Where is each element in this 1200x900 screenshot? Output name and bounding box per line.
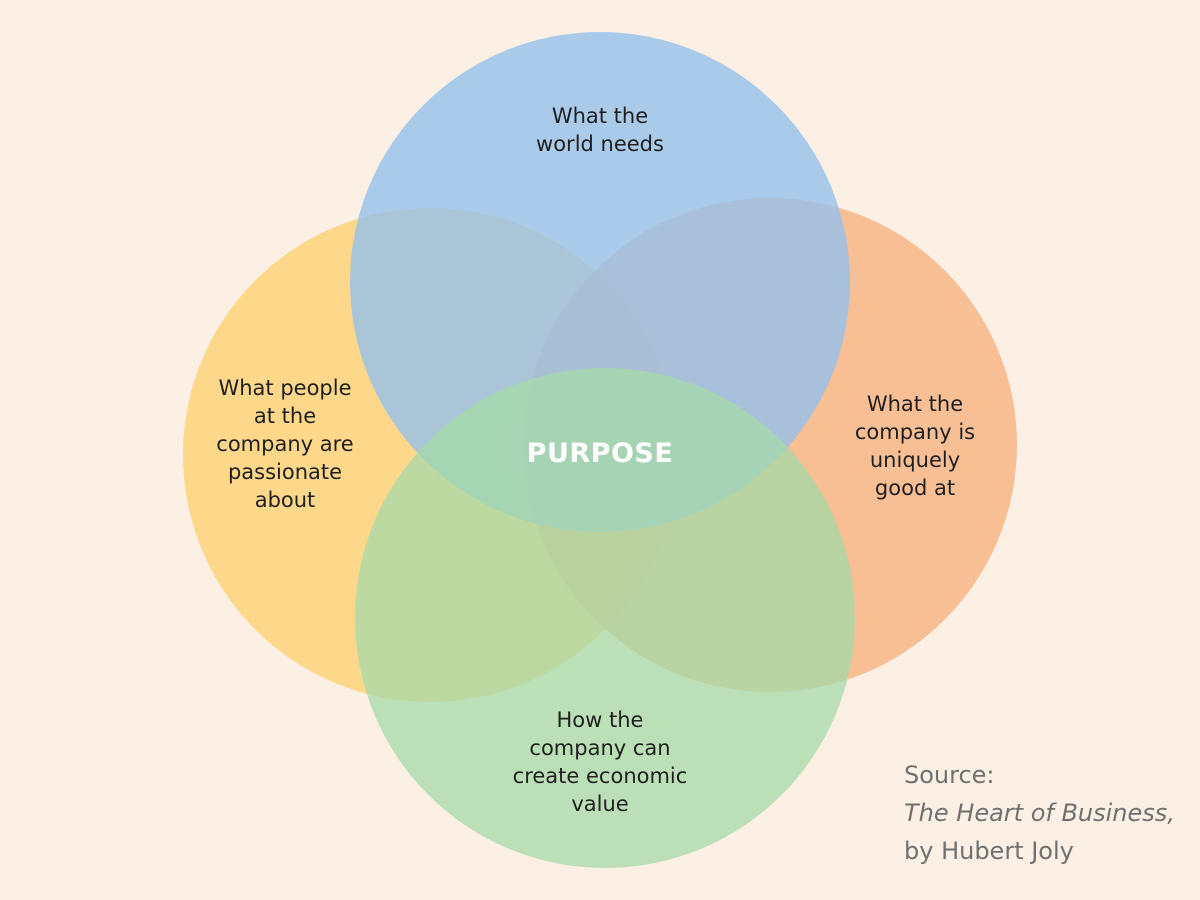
source-prefix: Source: (904, 761, 995, 789)
purpose-label: PURPOSE (526, 438, 674, 469)
uniquely-good-label: What the company is uniquely good at (854, 392, 976, 500)
source-author: by Hubert Joly (904, 837, 1074, 865)
economic-value-label: How the company can create economic valu… (512, 708, 688, 816)
passion-label: What people at the company are passionat… (216, 376, 354, 512)
source-book-title: The Heart of Business, (904, 799, 1175, 827)
source-citation: Source: The Heart of Business, by Hubert… (904, 756, 1194, 870)
circle-economic-value (355, 368, 855, 868)
world-needs-label: What the world needs (536, 104, 664, 156)
